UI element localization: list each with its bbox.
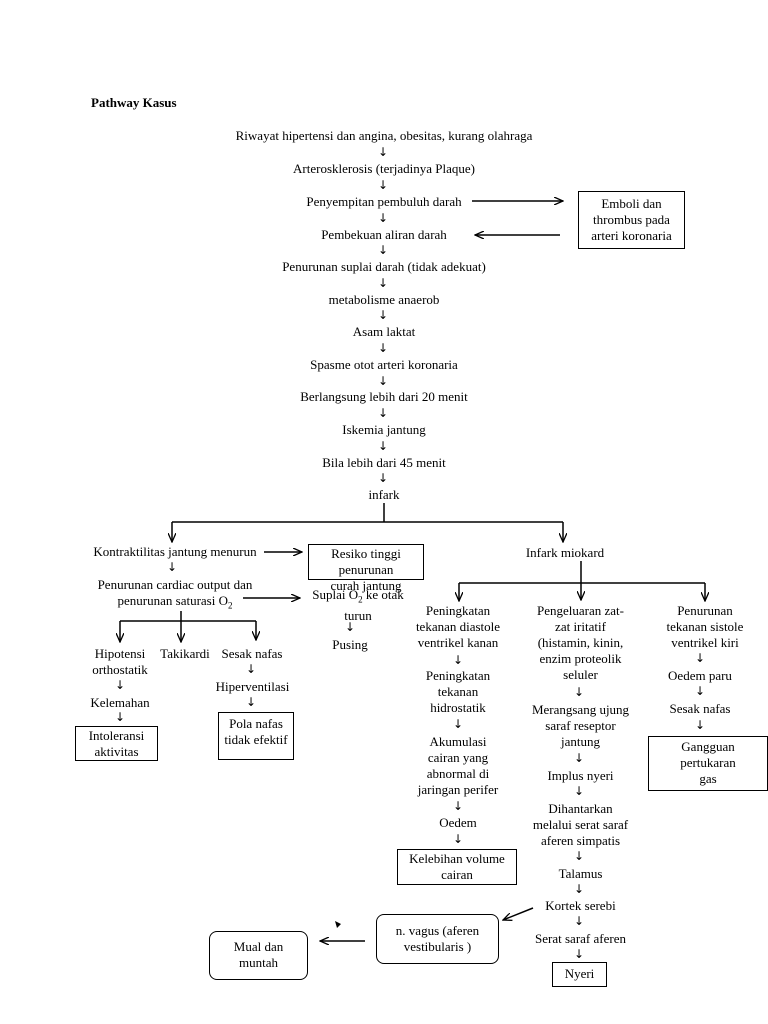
down-arrow-icon: ↓ [378, 178, 389, 192]
down-arrow-icon: ↓ [246, 662, 257, 676]
down-arrow-icon: ↓ [453, 653, 464, 667]
down-arrow-icon: ↓ [453, 832, 464, 846]
down-arrow-icon: ↓ [246, 695, 257, 709]
intoleransi-box: Intoleransi aktivitas [75, 726, 158, 761]
arrow-kortek-to-vagus [503, 907, 534, 920]
page-title: Pathway Kasus [91, 95, 177, 110]
small-triangle-icon [335, 921, 341, 928]
chain-riwayat: Riwayat hipertensi dan angina, obesitas,… [235, 128, 533, 143]
down-arrow-icon: ↓ [378, 243, 389, 257]
down-arrow-icon: ↓ [695, 684, 706, 698]
down-arrow-icon: ↓ [695, 718, 706, 732]
down-arrow-icon: ↓ [378, 145, 389, 159]
down-arrow-icon: ↓ [574, 882, 585, 896]
vagus-box: n. vagus (aferen vestibularis ) [376, 914, 499, 964]
col2-dihantarkan: Dihantarkan melalui serat saraf aferen s… [532, 801, 629, 848]
chain-metabolisme: metabolisme anaerob [328, 292, 440, 307]
down-arrow-icon: ↓ [574, 685, 585, 699]
sesak-nafas-left-text: Sesak nafas [221, 646, 283, 661]
chain-penurunan-suplai: Penurunan suplai darah (tidak adekuat) [282, 259, 486, 274]
down-arrow-icon: ↓ [453, 799, 464, 813]
down-arrow-icon: ↓ [453, 717, 464, 731]
down-arrow-icon: ↓ [115, 678, 126, 692]
col1-peningkatan-hidrostatik: Peningkatan tekanan hidrostatik [425, 668, 491, 715]
kelemahan-text: Kelemahan [90, 695, 150, 710]
down-arrow-icon: ↓ [378, 374, 389, 388]
mual-muntah-box: Mual dan muntah [209, 931, 308, 980]
chain-infark: infark [368, 487, 400, 502]
takikardi-text: Takikardi [160, 646, 210, 661]
col3-penurunan-sistole: Penurunan tekanan sistole ventrikel kiri [666, 603, 744, 650]
chain-spasme: Spasme otot arteri koronaria [310, 357, 458, 372]
down-arrow-icon: ↓ [378, 276, 389, 290]
col2-merangsang: Merangsang ujung saraf reseptor jantung [531, 702, 630, 749]
down-arrow-icon: ↓ [115, 710, 126, 724]
cardiac-output-text: Penurunan cardiac output dan penurunan s… [97, 577, 253, 611]
down-arrow-icon: ↓ [378, 341, 389, 355]
down-arrow-icon: ↓ [574, 947, 585, 961]
down-arrow-icon: ↓ [378, 211, 389, 225]
hipotensi-text: Hipotensi orthostatik [92, 646, 148, 677]
col3-sesak-nafas: Sesak nafas [669, 701, 731, 716]
col2-serat-saraf: Serat saraf aferen [535, 931, 626, 946]
down-arrow-icon: ↓ [378, 406, 389, 420]
col2-talamus: Talamus [558, 866, 603, 881]
gangguan-box: Gangguan pertukaran gas [648, 736, 768, 791]
col1-peningkatan-diastole: Peningkatan tekanan diastole ventrikel k… [415, 603, 501, 650]
col1-akumulasi: Akumulasi cairan yang abnormal di jaring… [417, 734, 499, 797]
col2-pengeluaran: Pengeluaran zat- zat iritatif (histamin,… [537, 603, 624, 682]
chain-penyempitan: Penyempitan pembuluh darah [306, 194, 462, 209]
chain-pembekuan: Pembekuan aliran darah [321, 227, 447, 242]
chain-iskemia: Iskemia jantung [342, 422, 426, 437]
down-arrow-icon: ↓ [345, 620, 356, 634]
chain-asam-laktat: Asam laktat [352, 324, 416, 339]
down-arrow-icon: ↓ [695, 651, 706, 665]
col2-implus-nyeri: Implus nyeri [547, 768, 614, 783]
down-arrow-icon: ↓ [574, 751, 585, 765]
kelebihan-volume-box: Kelebihan volume cairan [397, 849, 517, 885]
down-arrow-icon: ↓ [574, 914, 585, 928]
col2-kortek: Kortek serebi [545, 898, 616, 913]
infark-miokard-text: Infark miokard [525, 545, 605, 560]
pola-nafas-box: Pola nafas tidak efektif [218, 712, 294, 760]
col3-oedem-paru: Oedem paru [668, 668, 732, 683]
down-arrow-icon: ↓ [167, 560, 178, 574]
nyeri-box: Nyeri [552, 962, 607, 987]
suplai-otak-text: Suplai O2 ke otak turun [312, 587, 404, 623]
down-arrow-icon: ↓ [378, 308, 389, 322]
emboli-box: Emboli dan thrombus pada arteri koronari… [578, 191, 685, 249]
resiko-box: Resiko tinggi penurunan curah jantung [308, 544, 424, 593]
chain-arterosklerosis: Arterosklerosis (terjadinya Plaque) [293, 161, 475, 176]
kontraktilitas-text: Kontraktilitas jantung menurun [93, 544, 257, 559]
col1-oedem: Oedem [439, 815, 477, 830]
chain-berlangsung: Berlangsung lebih dari 20 menit [300, 389, 468, 404]
down-arrow-icon: ↓ [378, 471, 389, 485]
chain-bila-lebih: Bila lebih dari 45 menit [322, 455, 446, 470]
down-arrow-icon: ↓ [378, 439, 389, 453]
down-arrow-icon: ↓ [574, 784, 585, 798]
pusing-text: Pusing [332, 637, 368, 652]
hiperventilasi-text: Hiperventilasi [215, 679, 290, 694]
down-arrow-icon: ↓ [574, 849, 585, 863]
